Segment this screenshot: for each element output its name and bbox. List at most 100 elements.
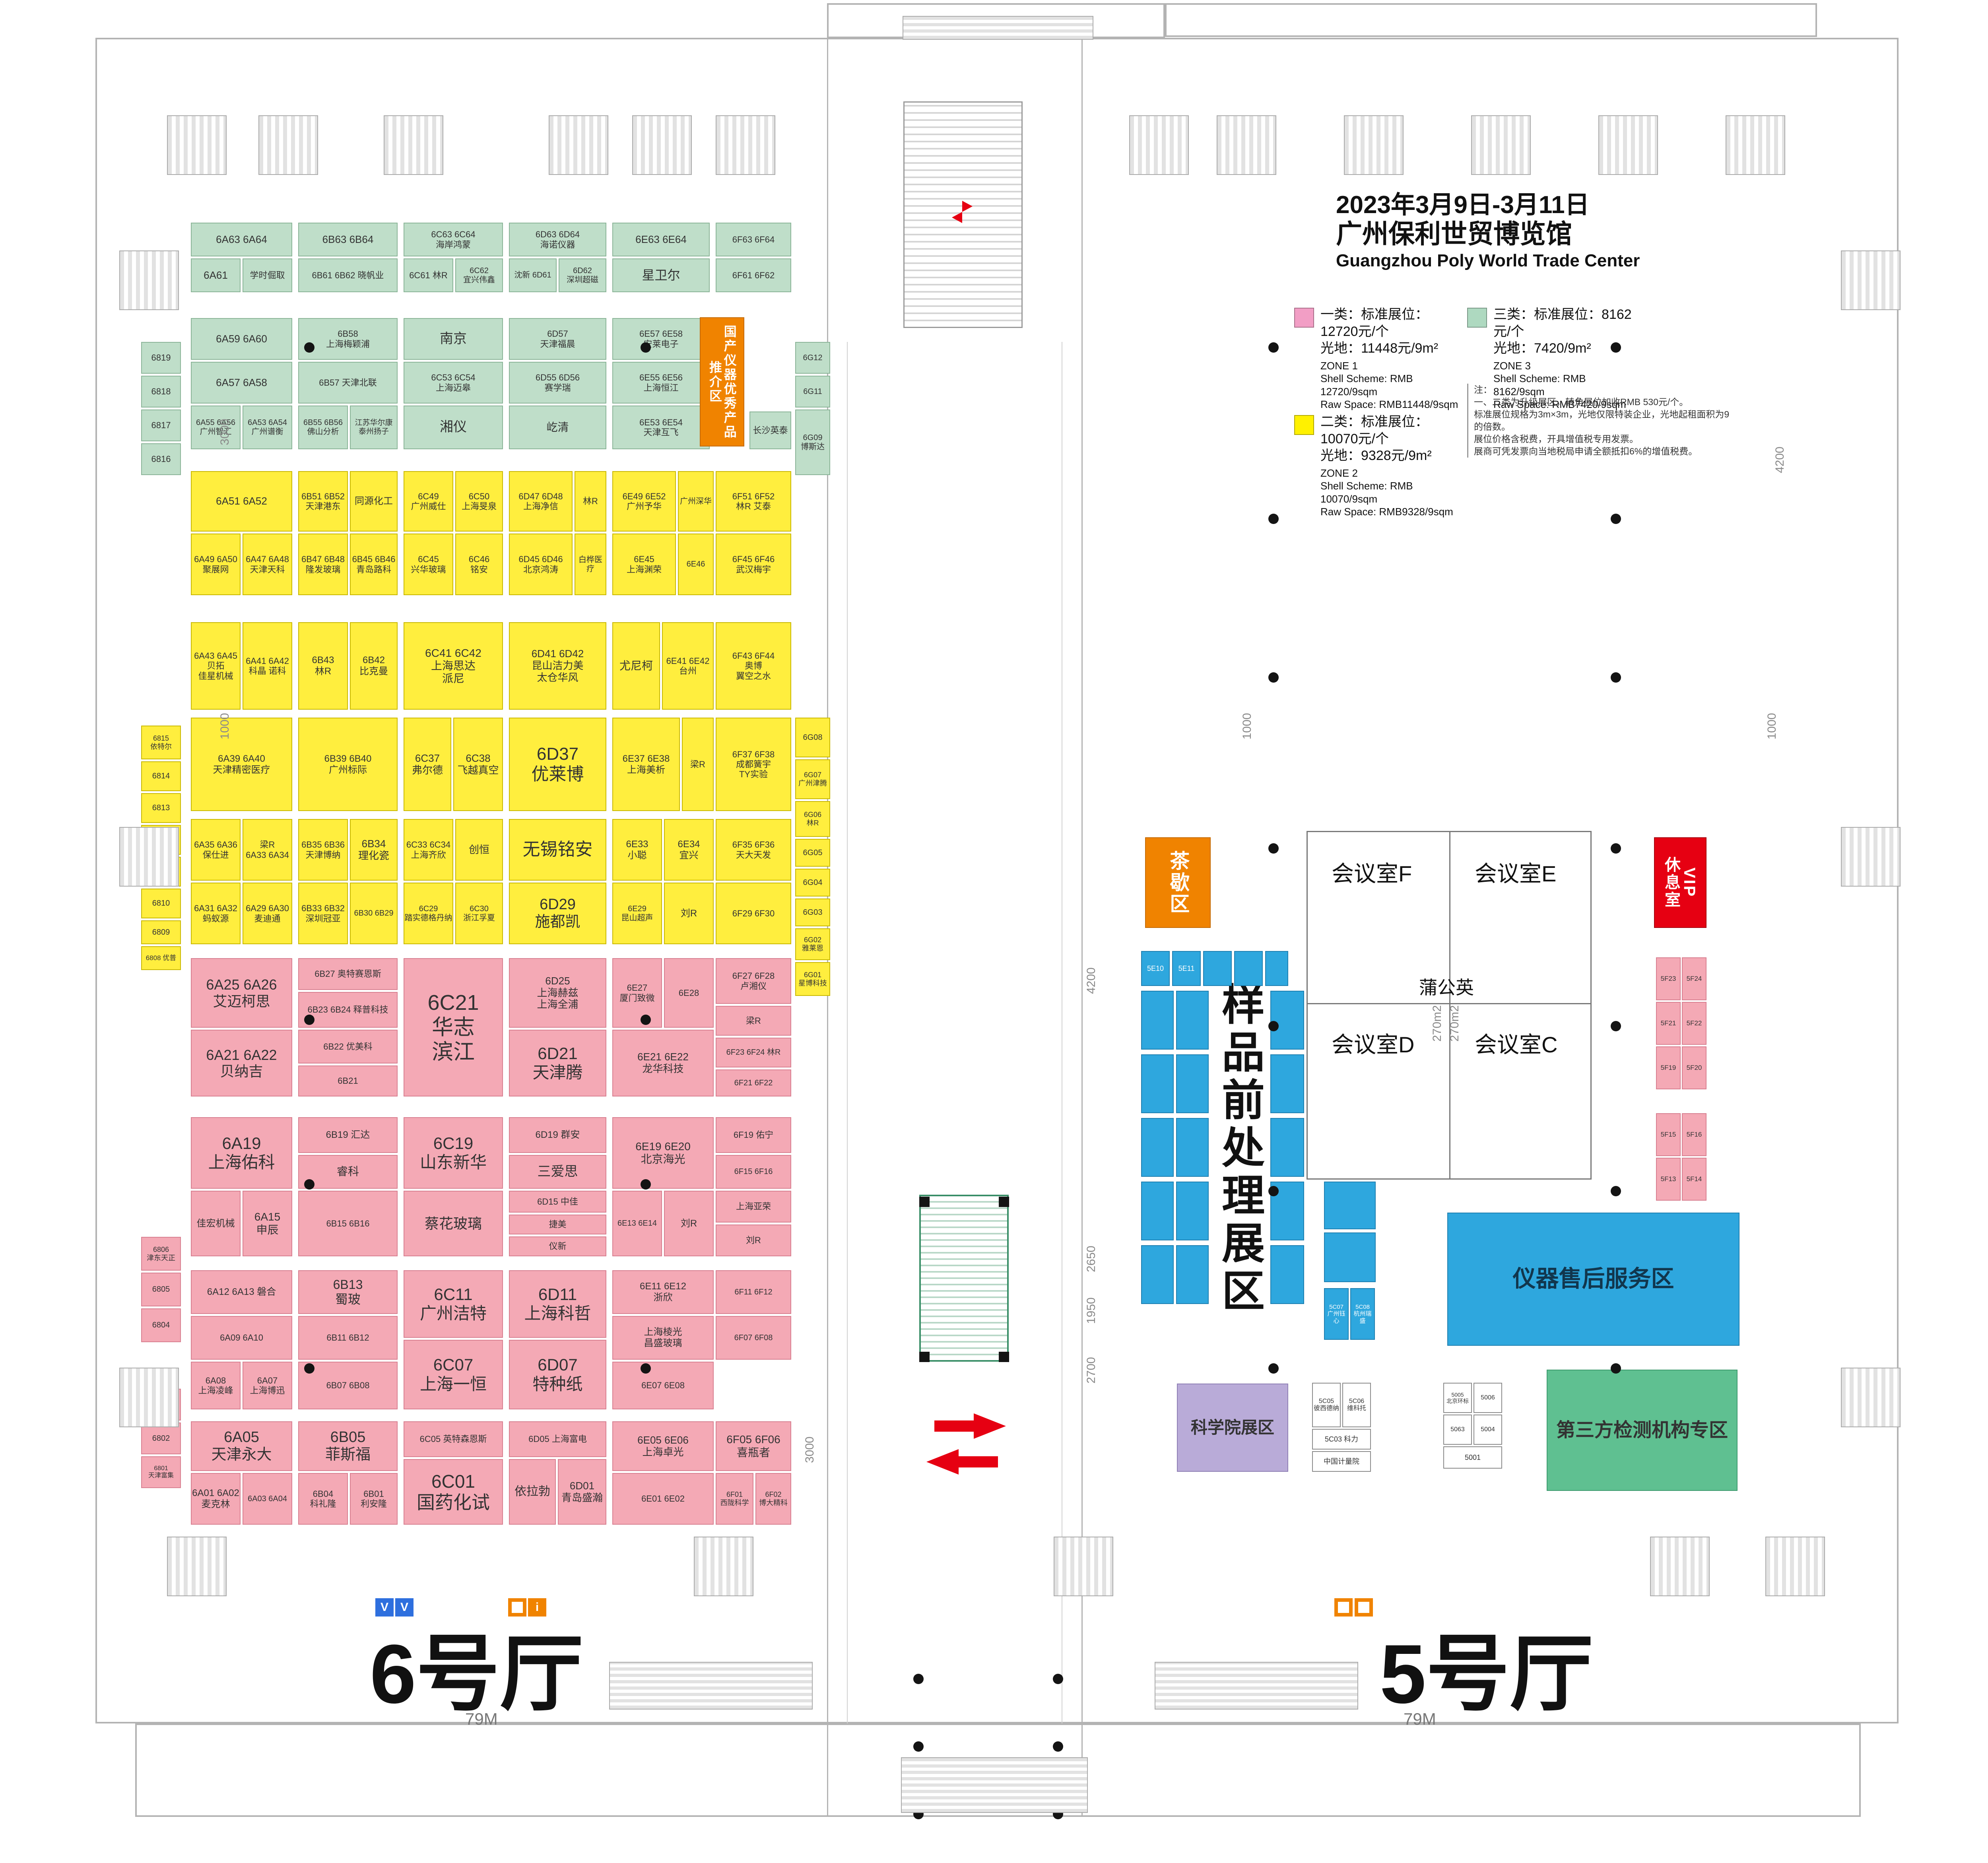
- booth: [1270, 1118, 1304, 1177]
- booth: 6E63 6E64: [612, 223, 710, 256]
- booth: 同源化工: [350, 471, 398, 532]
- booth: 湘仪: [404, 406, 503, 449]
- bottom-apron-wall: [135, 1723, 1861, 1817]
- booth: 佳宏机械: [191, 1191, 241, 1256]
- booth: 6809: [141, 920, 181, 944]
- booth: 6818: [141, 376, 181, 408]
- booth: 6G02 雅莱恩: [795, 928, 830, 960]
- booth: 6F51 6F52 林R 艾泰: [716, 471, 791, 532]
- booth: 6F07 6F08: [716, 1316, 791, 1360]
- booth: 6D63 6D64 海诺仪器: [509, 223, 606, 256]
- event-header: 2023年3月9日-3月11日 广州保利世贸博览馆 Guangzhou Poly…: [1336, 191, 1640, 272]
- booth: 广州深华: [678, 471, 714, 532]
- booth: 5E10: [1141, 951, 1170, 986]
- booth: 6C33 6C34 上海齐欣: [404, 819, 453, 881]
- booth: [1324, 1232, 1376, 1282]
- booth: 蔡花玻璃: [404, 1191, 503, 1256]
- booth: 6G11: [795, 376, 830, 408]
- booth: 6C01 国药化试: [404, 1459, 503, 1525]
- booth: 6F15 6F16: [716, 1155, 791, 1189]
- booth: 6B35 6B36 天津博纳: [298, 819, 348, 881]
- booth: 仪新: [509, 1236, 606, 1256]
- booth: 6E05 6E06 上海卓光: [612, 1421, 714, 1471]
- booth: 6F43 6F44 奥博 翼空之水: [716, 622, 791, 710]
- booth: 6F02 博大精科: [755, 1473, 791, 1525]
- booth: 5006: [1474, 1383, 1502, 1413]
- top-right-band: [1165, 3, 1817, 37]
- booth: 5004: [1474, 1415, 1502, 1445]
- booth: 6D15 中佳: [509, 1191, 606, 1213]
- booth: 三爱思: [509, 1155, 606, 1189]
- booth: 5005 北京环标: [1443, 1383, 1472, 1413]
- event-dates: 2023年3月9日-3月11日: [1336, 191, 1590, 219]
- booth: 6A31 6A32 蚂蚁源: [191, 883, 241, 944]
- dimension-label: 4200: [1773, 446, 1786, 473]
- stairwell: [119, 250, 179, 310]
- booth: [1203, 951, 1232, 986]
- booth: 6B42 比克曼: [350, 622, 398, 710]
- booth: 6C62 宜兴伟鑫: [455, 258, 503, 292]
- booth: 6B04 科礼隆: [298, 1473, 348, 1525]
- booth: 梁R: [716, 1006, 791, 1036]
- booth: 无锡铭安: [509, 819, 606, 881]
- structural-column: [1611, 514, 1621, 524]
- booth: 6E55 6E56 上海恒江: [612, 362, 710, 404]
- booth: 6A09 6A10: [191, 1316, 292, 1360]
- booth: 6B33 6B32 深圳冠亚: [298, 883, 348, 944]
- booth: 6815 依特尔: [141, 726, 181, 759]
- booth: 6E07 6E08: [612, 1362, 714, 1409]
- booth: 6C37 弗尔德: [404, 718, 451, 811]
- booth: 6D07 特种纸: [509, 1340, 606, 1409]
- booth: 6A15 申辰: [243, 1191, 292, 1256]
- structural-column: [1611, 342, 1621, 353]
- booth: 6B63 6B64: [298, 223, 398, 256]
- structural-column: [304, 1015, 315, 1025]
- corridor-wall-left: [827, 38, 828, 1817]
- booth: 6B13 蜀玻: [298, 1270, 398, 1314]
- structural-column: [641, 1179, 651, 1190]
- booth: 6C49 广州威仕: [404, 471, 453, 532]
- booth: 6A03 6A04: [243, 1473, 292, 1525]
- stairwell: [167, 115, 227, 175]
- booth: 6B51 6B52 天津港东: [298, 471, 348, 532]
- stairwell: [1841, 1368, 1901, 1427]
- booth: 刘R: [664, 1191, 714, 1256]
- dimension-label: 1000: [1241, 713, 1254, 739]
- booth: 6F21 6F22: [716, 1069, 791, 1096]
- booth: 梁R: [682, 718, 714, 811]
- booth: 6E33 小聪: [612, 819, 662, 881]
- booth: 刘R: [716, 1225, 791, 1256]
- structural-column: [1053, 1741, 1063, 1752]
- booth: 6D11 上海科哲: [509, 1270, 606, 1338]
- zone3-price-en: ZONE 3 Shell Scheme: RMB 8162/9sqm Raw S…: [1493, 359, 1626, 411]
- structural-column: [1268, 1363, 1279, 1374]
- booth: 6804: [141, 1308, 181, 1342]
- legend-zone1: 一类：标准展位：12720元/个 光地：11448元/9m² ZONE 1 Sh…: [1294, 306, 1461, 411]
- booth: 6C46 铭安: [455, 534, 503, 595]
- booth: 6D47 6D48 上海净信: [509, 471, 573, 532]
- booth: 6F11 6F12: [716, 1270, 791, 1314]
- booth: 6F37 6F38 成都簧宇 TY实验: [716, 718, 791, 811]
- booth: 6A57 6A58: [191, 362, 292, 404]
- stairwell: [1217, 115, 1276, 175]
- booth: 6C21 华志 滨江: [404, 958, 503, 1096]
- booth: 6G06 林R: [795, 801, 830, 837]
- booth: 6801 天津富集: [141, 1456, 181, 1488]
- booth: 6B30 6B29: [350, 883, 398, 944]
- booth: 学时倔取: [243, 258, 292, 292]
- booth: [1265, 951, 1288, 986]
- booth: 6B47 6B48 隆发玻璃: [298, 534, 348, 595]
- zone3-price-cn: 三类：标准展位：8162元/个 光地：7420/9m²: [1493, 307, 1632, 356]
- booth: 梁R 6A33 6A34: [243, 819, 292, 881]
- booth: 6D37 优莱博: [509, 718, 606, 811]
- stairwell: [1598, 115, 1658, 175]
- structural-column: [1611, 1021, 1621, 1031]
- booth: 5F15: [1656, 1113, 1681, 1156]
- booth: 6A41 6A42 科晶 诺科: [243, 622, 292, 710]
- booth: 5F19: [1656, 1046, 1681, 1089]
- dimension-label: 1950: [1085, 1297, 1098, 1324]
- zone2-color-chip: [1294, 415, 1314, 435]
- booth: 6D41 6D42 昆山洁力美 太仓华风: [509, 622, 606, 710]
- zone2-price-en: ZONE 2 Shell Scheme: RMB 10070/9sqm Raw …: [1320, 467, 1453, 518]
